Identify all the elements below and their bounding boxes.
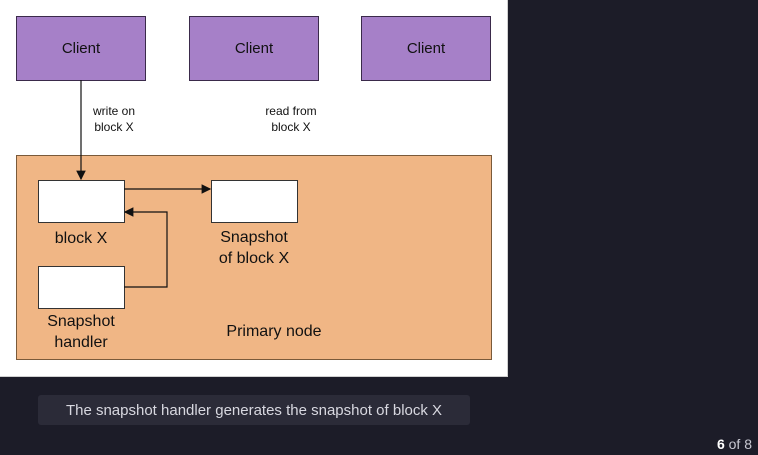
block-x-label: block X — [54, 230, 108, 247]
block-x-box — [38, 180, 125, 223]
client-box-1: Client — [16, 16, 146, 81]
slide-pager: 6 of 8 — [717, 436, 752, 452]
diagram-slide: Client Client Client write on block X re… — [0, 0, 508, 377]
pager-of: of — [728, 436, 741, 452]
client-box-3: Client — [361, 16, 491, 81]
pager-current: 6 — [716, 436, 725, 452]
snapshot-handler-label: Snapshot handler — [47, 313, 115, 351]
slide-caption: The snapshot handler generates the snaps… — [38, 395, 470, 425]
write-edge-label: write on block X — [92, 104, 136, 134]
snapshot-handler-box — [38, 266, 125, 309]
primary-node-label: Primary node — [226, 323, 322, 340]
snapshot-label: Snapshot of block X — [218, 229, 290, 267]
client-box-2: Client — [189, 16, 319, 81]
diagram-connectors — [76, 80, 212, 288]
snapshot-box — [211, 180, 298, 223]
read-edge-label: read from block X — [265, 104, 317, 134]
pager-total: 8 — [744, 436, 752, 452]
handler-arrow — [123, 207, 168, 288]
